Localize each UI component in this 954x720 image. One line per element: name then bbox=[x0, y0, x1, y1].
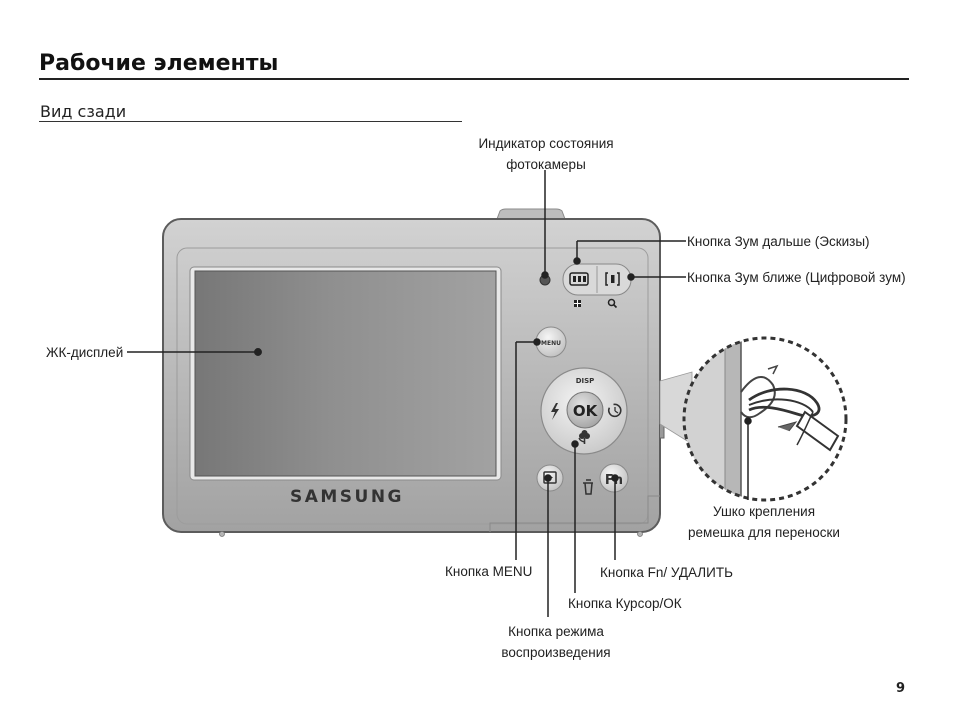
callout-strap-eyelet-line1: Ушко крепления bbox=[712, 504, 816, 519]
trash-icon bbox=[583, 479, 593, 495]
camera-body-inner-edge bbox=[176, 247, 649, 525]
thumbnail-grid-icon bbox=[574, 300, 581, 307]
leader-dot-menu bbox=[533, 338, 541, 346]
brand-logo: SAMSUNG bbox=[290, 487, 404, 507]
battery-door-edge bbox=[489, 495, 660, 532]
callout-status-indicator-line2: фотокамеры bbox=[506, 157, 586, 172]
callout-status-indicator-line1: Индикатор состояния bbox=[478, 136, 614, 151]
page-title: Рабочие элементы bbox=[39, 51, 279, 76]
page-number: 9 bbox=[896, 681, 906, 696]
section-title: Вид сзади bbox=[40, 102, 127, 121]
callout-zoom-out: Кнопка Зум дальше (Эскизы) bbox=[687, 234, 870, 249]
lcd-display bbox=[194, 270, 497, 477]
callout-playback-line2: воспроизведения bbox=[501, 645, 611, 660]
leader-dot-cursor-ok bbox=[571, 440, 579, 448]
playback-icon bbox=[543, 471, 557, 484]
self-timer-icon bbox=[608, 403, 622, 418]
callout-status-indicator: Индикатор состояния фотокамеры bbox=[446, 133, 646, 175]
ok-button bbox=[566, 391, 604, 429]
callout-playback-line1: Кнопка режима bbox=[508, 624, 604, 639]
callout-menu-button: Кнопка MENU bbox=[445, 564, 533, 579]
leader-lines bbox=[127, 170, 752, 617]
zoom-out-thumbnail-icon bbox=[569, 272, 589, 286]
menu-button-label: MENU bbox=[541, 340, 561, 347]
title-rule bbox=[39, 78, 909, 80]
zoom-in-digital-icon bbox=[605, 272, 620, 286]
leader-dot-strap bbox=[744, 417, 752, 425]
disp-label: DISP bbox=[576, 377, 595, 385]
leader-dot-fn bbox=[611, 474, 619, 482]
callout-zoom-in: Кнопка Зум ближе (Цифровой зум) bbox=[687, 270, 906, 285]
macro-flower-icon bbox=[578, 430, 590, 444]
leader-dot-playback bbox=[544, 474, 552, 482]
callout-strap-eyelet-line2: ремешка для переноски bbox=[688, 525, 840, 540]
leader-dot-lcd bbox=[254, 348, 262, 356]
callout-lcd: ЖК-дисплей bbox=[46, 345, 124, 360]
callout-fn-delete: Кнопка Fn/ УДАЛИТЬ bbox=[600, 565, 733, 580]
magnifier-icon bbox=[607, 298, 618, 309]
detail-circle-border bbox=[682, 336, 848, 502]
callout-strap-eyelet: Ушко крепления ремешка для переноски bbox=[664, 501, 864, 543]
top-shutter-hump bbox=[496, 208, 566, 220]
leader-dot-zoom-out bbox=[573, 257, 581, 265]
callout-playback: Кнопка режима воспроизведения bbox=[456, 621, 656, 663]
leader-dot-zoom-in bbox=[627, 273, 635, 281]
callout-cursor-ok: Кнопка Курсор/ОК bbox=[568, 596, 682, 611]
leader-dot-status bbox=[541, 271, 549, 279]
foot-left bbox=[219, 531, 225, 537]
foot-right bbox=[637, 531, 643, 537]
section-rule bbox=[39, 121, 462, 122]
flash-icon bbox=[551, 403, 559, 420]
ok-button-label: OK bbox=[573, 402, 599, 420]
